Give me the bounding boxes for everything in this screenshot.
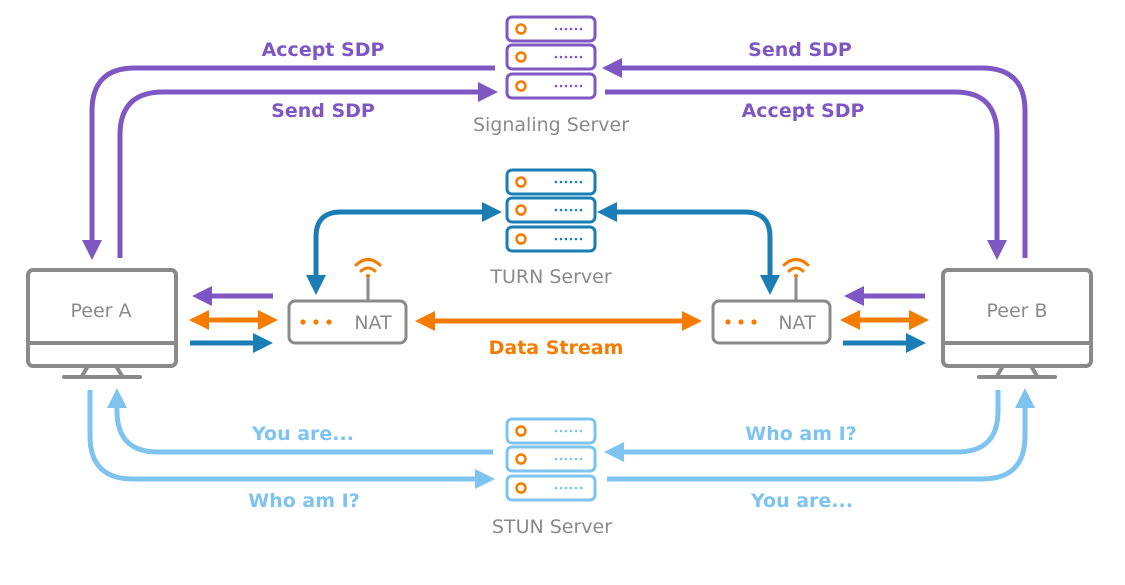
you-are-left-arrow [107, 388, 493, 455]
stun-paths [87, 388, 1035, 489]
turn-left-arrow [306, 202, 502, 296]
peer-b: Peer B [941, 268, 1093, 379]
who-am-i-right-label: Who am I? [745, 423, 856, 445]
signaling-server: Signaling Server [473, 15, 629, 136]
you-are-left-label: You are... [251, 423, 354, 445]
send-sdp-right-label: Send SDP [748, 39, 852, 61]
you-are-right-arrow [607, 388, 1035, 482]
nat-b: NAT [711, 258, 832, 345]
peer-a-label: Peer A [70, 300, 131, 322]
accept-sdp-left-label: Accept SDP [262, 39, 385, 61]
send-sdp-right-arrow [602, 58, 1028, 258]
turn-server: TURN Server [489, 168, 612, 288]
wifi-icon [354, 258, 382, 302]
accept-sdp-right-label: Accept SDP [742, 100, 865, 122]
turn-paths [306, 202, 780, 296]
stun-server: STUN Server [492, 417, 612, 538]
monitor-icon [26, 268, 178, 379]
peer-b-nat-arrows [839, 286, 929, 353]
server-rack-icon [505, 15, 597, 100]
server-rack-icon [505, 168, 597, 253]
monitor-icon [941, 268, 1093, 379]
who-am-i-right-arrow [604, 390, 1001, 462]
nat-b-label: NAT [778, 312, 816, 334]
nat-a: NAT [287, 258, 408, 345]
who-am-i-left-arrow [87, 390, 495, 489]
peer-b-label: Peer B [986, 300, 1047, 322]
data-stream-label: Data Stream [489, 337, 624, 359]
accept-sdp-left-arrow [82, 65, 495, 260]
signaling-paths [82, 58, 1028, 260]
stun-server-label: STUN Server [492, 516, 612, 538]
peer-a: Peer A [26, 268, 178, 379]
turn-server-label: TURN Server [489, 266, 611, 288]
send-sdp-left-arrow [117, 82, 498, 258]
send-sdp-left-label: Send SDP [271, 100, 375, 122]
peer-a-nat-arrows [188, 286, 278, 353]
router-icon [711, 299, 832, 345]
accept-sdp-right-arrow [605, 89, 1007, 260]
who-am-i-left-label: Who am I? [248, 490, 359, 512]
server-rack-icon [505, 417, 597, 502]
signaling-server-label: Signaling Server [473, 114, 629, 136]
turn-right-arrow [597, 202, 780, 296]
router-icon [287, 299, 408, 345]
you-are-right-label: You are... [750, 490, 853, 512]
wifi-icon [782, 258, 810, 302]
nat-a-label: NAT [354, 312, 392, 334]
